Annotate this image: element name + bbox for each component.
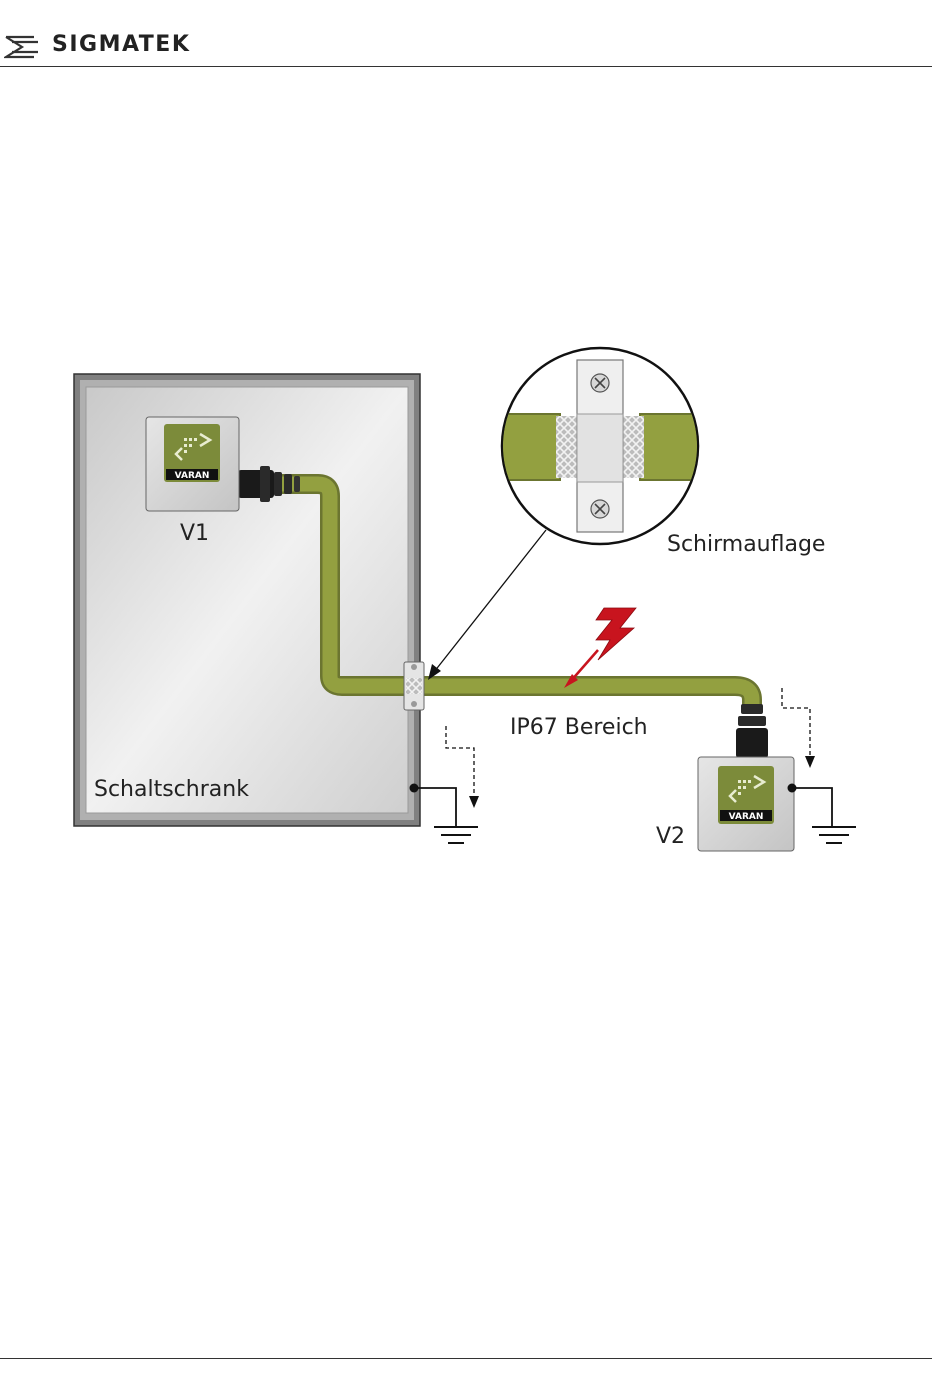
device-v1: VARAN — [146, 417, 239, 511]
zoom-label: Schirmauflage — [667, 532, 825, 557]
shield-clamp — [404, 662, 424, 710]
v2-connector — [736, 704, 768, 758]
cabinet-label: Schaltschrank — [94, 777, 249, 802]
ip67-area-label: IP67 Bereich — [510, 715, 648, 740]
footer-divider — [0, 1358, 932, 1359]
device-v2: VARAN — [698, 757, 794, 851]
v2-varan-badge: VARAN — [729, 812, 764, 822]
shield-zoom-view — [500, 348, 700, 544]
v1-varan-badge: VARAN — [175, 471, 210, 481]
device-v1-label: V1 — [180, 521, 209, 546]
control-cabinet — [74, 374, 420, 826]
varan-cable — [262, 484, 752, 708]
zoom-pointer-arrow — [428, 530, 546, 680]
device-v2-label: V2 — [656, 824, 685, 849]
